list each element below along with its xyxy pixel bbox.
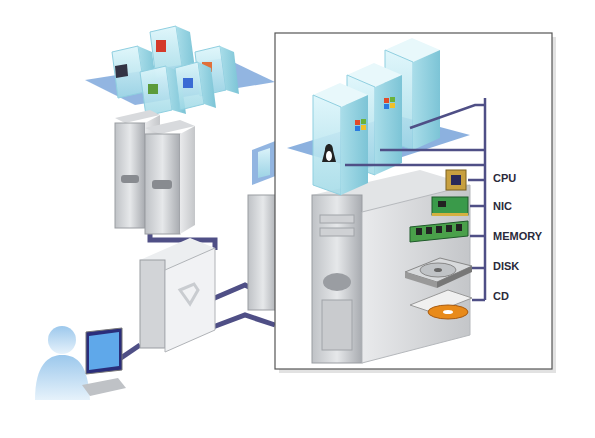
vm-cube bbox=[175, 62, 216, 110]
cpu-chip bbox=[446, 170, 466, 190]
user-workstation bbox=[35, 326, 126, 400]
server-tower bbox=[312, 170, 470, 363]
cd-disc bbox=[410, 290, 472, 319]
memory-module bbox=[410, 221, 468, 242]
resource-wire bbox=[345, 98, 485, 300]
hardware-label: CPU bbox=[493, 172, 516, 185]
management-server bbox=[140, 238, 215, 352]
server-tower bbox=[248, 140, 278, 310]
vm-cube bbox=[313, 83, 368, 195]
zoom-panel bbox=[275, 33, 552, 369]
hardware-label: DISK bbox=[493, 260, 519, 273]
server-tower bbox=[145, 120, 195, 234]
hardware-label: NIC bbox=[493, 200, 512, 213]
disk-drive bbox=[405, 258, 472, 288]
hardware-label: MEMORY bbox=[493, 230, 542, 243]
hardware-label: CD bbox=[493, 290, 509, 303]
nic-card bbox=[432, 197, 468, 216]
